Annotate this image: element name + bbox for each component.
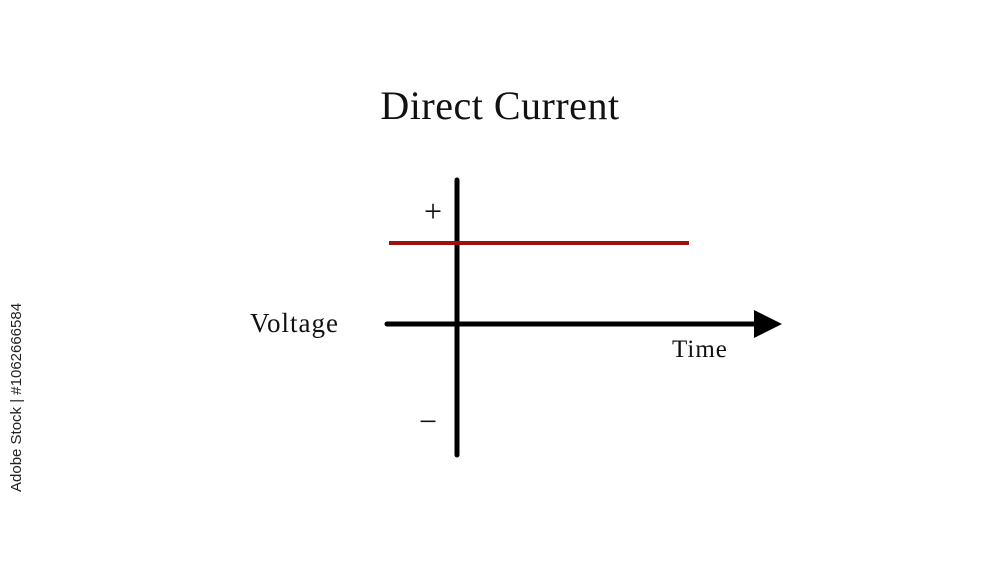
diagram-title: Direct Current — [380, 83, 620, 128]
positive-sign: + — [424, 193, 443, 229]
negative-sign: − — [419, 403, 438, 439]
watermark-side-text: Adobe Stock | #1062666584 — [8, 302, 25, 492]
time-axis-label: Time — [672, 336, 728, 363]
time-axis-arrow-icon — [754, 310, 782, 338]
voltage-axis-label: Voltage — [250, 308, 339, 338]
